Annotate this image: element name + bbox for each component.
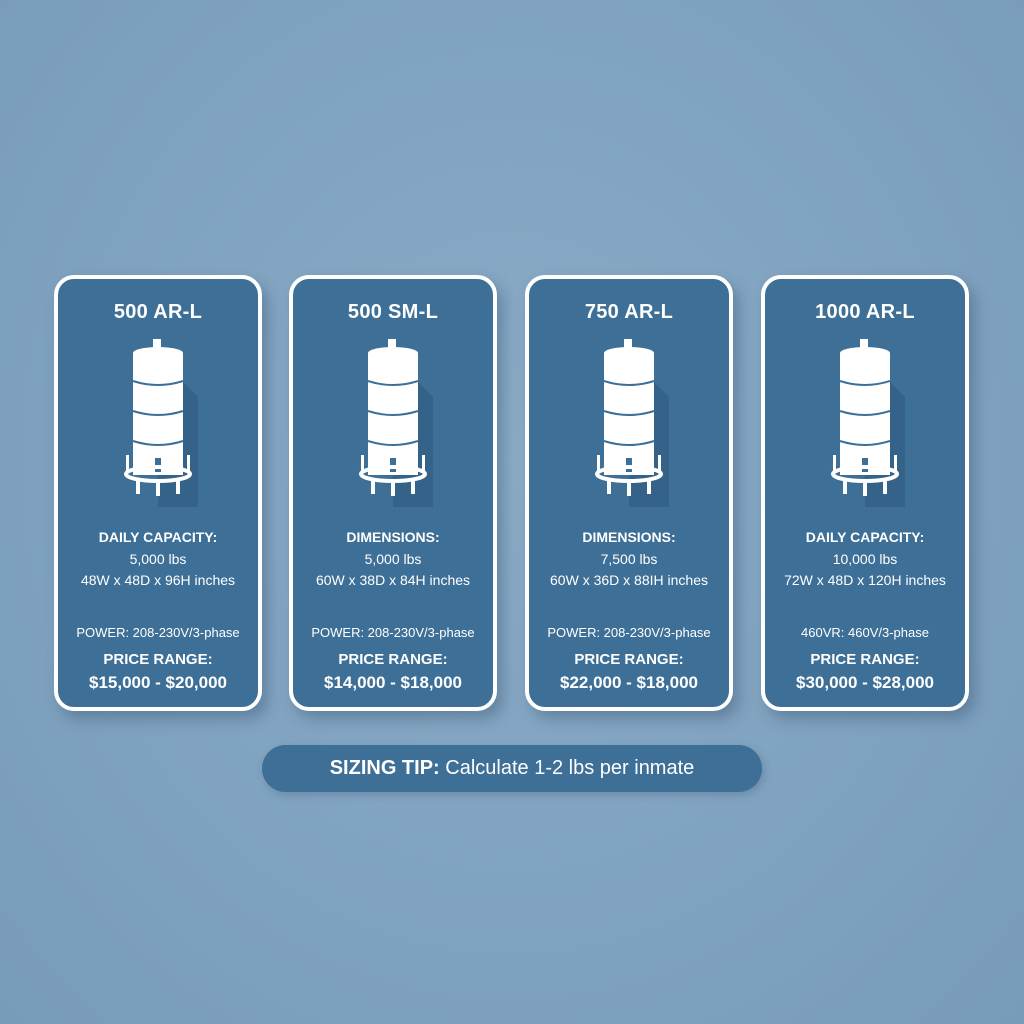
spec-weight: 5,000 lbs: [364, 551, 422, 567]
spec-label: DAILY CAPACITY:: [805, 529, 925, 545]
product-card-500-sm-l[interactable]: 500 SM-L DIMENSIONS: 5,000 lbs 60W x 38D…: [289, 275, 497, 711]
spec-dimensions: 60W x 36D x 88IH inches: [550, 572, 708, 588]
washer-tank-icon: [589, 337, 669, 507]
sizing-tip-label: SIZING TIP:: [329, 757, 440, 779]
price-label: PRICE RANGE:: [810, 651, 920, 668]
sizing-tip-text: Calculate 1-2 lbs per inmate: [439, 757, 695, 779]
power-spec: POWER: 208-230V/3-phase: [76, 625, 240, 640]
spec-weight: 10,000 lbs: [832, 551, 898, 567]
spec-label: DIMENSIONS:: [582, 529, 676, 545]
product-card-1000-ar-l[interactable]: 1000 AR-L DAILY CAPACITY: 10,000 lbs 72W…: [761, 275, 969, 711]
product-card-500-ar-l[interactable]: 500 AR-L DAILY CAPACITY: 5,000 lbs 48W x…: [54, 275, 262, 711]
washer-tank-icon: [825, 337, 905, 507]
card-title: 500 AR-L: [113, 301, 203, 323]
card-title: 500 SM-L: [347, 301, 439, 323]
spec-label: DIMENSIONS:: [346, 529, 440, 545]
product-card-750-ar-l[interactable]: 750 AR-L DIMENSIONS: 7,500 lbs 60W x 36D…: [525, 275, 733, 711]
price-label: PRICE RANGE:: [103, 651, 213, 668]
spec-dimensions: 60W x 38D x 84H inches: [315, 572, 471, 588]
spec-weight: 7,500 lbs: [600, 551, 658, 567]
price-range: $22,000 - $18,000: [559, 673, 698, 692]
washer-tank-icon: [118, 337, 198, 507]
power-spec: POWER: 208-230V/3-phase: [311, 625, 475, 640]
price-range: $15,000 - $20,000: [88, 673, 227, 692]
sizing-tip-banner: SIZING TIP: Calculate 1-2 lbs per inmate: [262, 745, 762, 792]
power-spec: 460VR: 460V/3-phase: [801, 625, 929, 640]
spec-label: DAILY CAPACITY:: [98, 529, 218, 545]
spec-dimensions: 48W x 48D x 96H inches: [80, 572, 236, 588]
card-title: 1000 AR-L: [815, 301, 915, 323]
washer-tank-icon: [353, 337, 433, 507]
power-spec: POWER: 208-230V/3-phase: [547, 625, 711, 640]
card-title: 750 AR-L: [584, 301, 674, 323]
price-label: PRICE RANGE:: [338, 651, 448, 668]
spec-weight: 5,000 lbs: [129, 551, 187, 567]
price-range: $30,000 - $28,000: [795, 673, 934, 692]
price-range: $14,000 - $18,000: [323, 673, 462, 692]
spec-dimensions: 72W x 48D x 120H inches: [784, 572, 946, 588]
price-label: PRICE RANGE:: [574, 651, 684, 668]
